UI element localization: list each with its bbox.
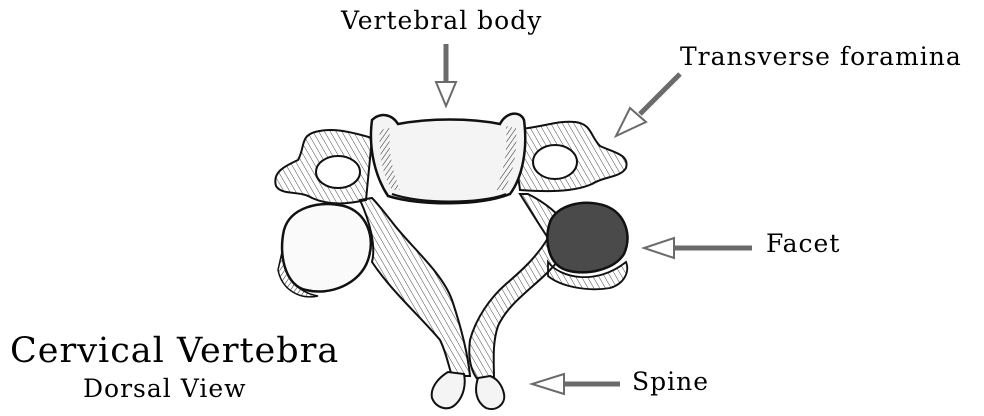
diagram-subtitle: Dorsal View: [83, 374, 247, 403]
arrow-spine: [532, 374, 620, 394]
spine-right-tip: [476, 376, 504, 409]
diagram-title: Cervical Vertebra: [10, 331, 339, 371]
right-facet: [547, 203, 627, 272]
arrow-transverse-foramina: [616, 74, 680, 136]
right-transverse-foramen: [533, 145, 577, 179]
label-spine: Spine: [632, 367, 709, 396]
left-lamina: [360, 198, 470, 376]
label-transverse-foramina: Transverse foramina: [680, 42, 962, 71]
left-articular-process: [282, 204, 371, 291]
spine-left-tip: [432, 372, 465, 408]
label-facet: Facet: [766, 229, 840, 258]
arrow-vertebral-body: [436, 44, 456, 106]
label-vertebral-body: Vertebral body: [341, 6, 542, 35]
arrow-facet: [644, 238, 752, 258]
left-transverse-foramen: [316, 156, 360, 188]
